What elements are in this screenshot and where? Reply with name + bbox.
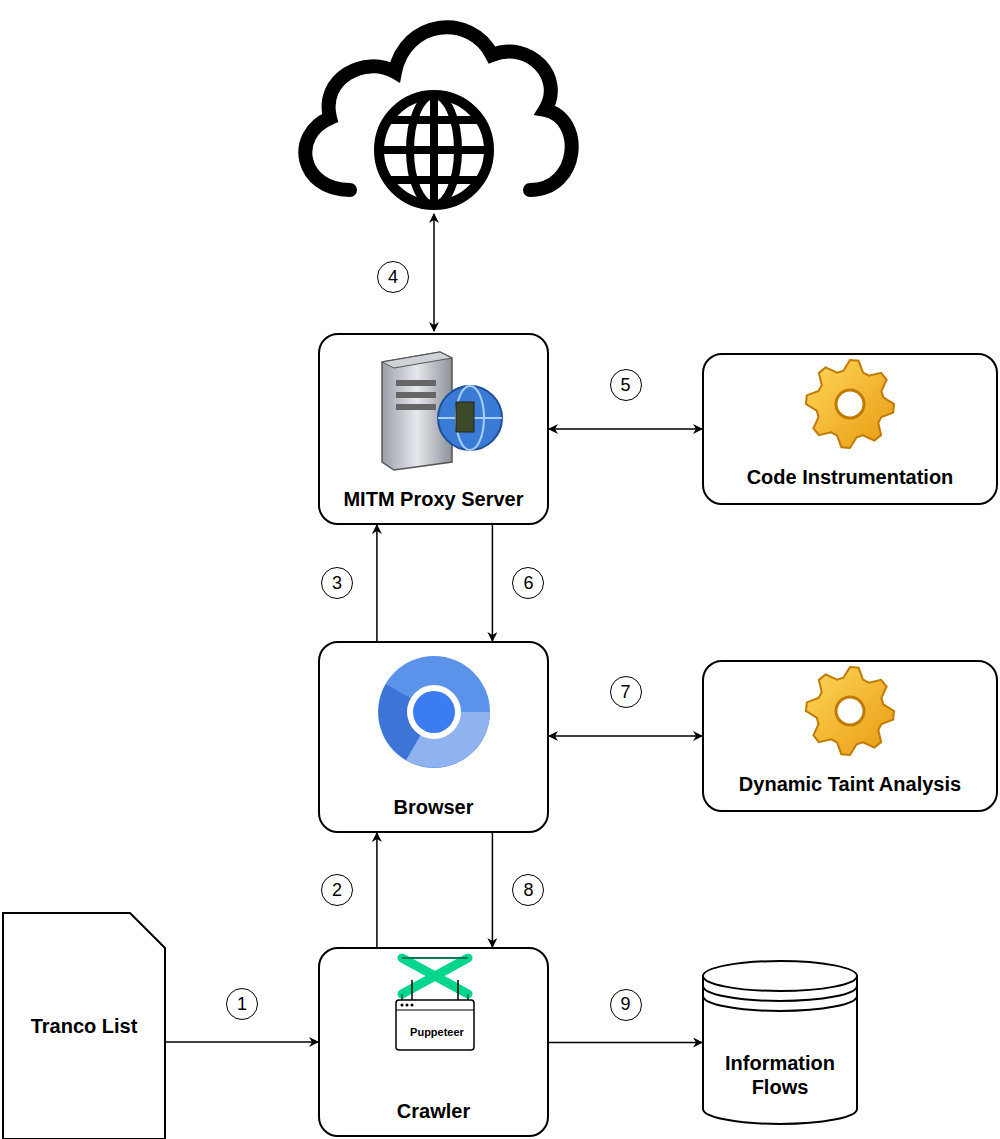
server-icon: [382, 352, 502, 470]
connector-arrow: [549, 735, 702, 737]
browser-box: Browser: [318, 641, 549, 833]
callout-number: 8: [512, 874, 544, 906]
cylinder-outline: [702, 960, 858, 1125]
connector-arrow: [549, 428, 702, 430]
internet-arrow: [433, 214, 435, 331]
connector-arrow: [549, 1042, 702, 1044]
connector-arrow: [376, 525, 378, 641]
callout-number: 4: [377, 261, 409, 293]
callout-number: 2: [321, 874, 353, 906]
connector-arrow: [492, 525, 494, 641]
callout-number: 7: [610, 676, 642, 708]
proxy-box: MITM Proxy Server: [318, 333, 549, 525]
browser-logo: [378, 656, 490, 768]
callout-number: 9: [610, 989, 642, 1021]
connector-arrow: [166, 1041, 318, 1043]
node-label: Code Instrumentation: [747, 465, 954, 489]
callout-number: 3: [321, 567, 353, 599]
gear-icon: [806, 667, 894, 755]
node-label: Dynamic Taint Analysis: [739, 772, 961, 796]
node-label: MITM Proxy Server: [343, 487, 523, 511]
internet-cloud: [305, 27, 571, 205]
node-label: Puppeteer: [398, 1014, 476, 1050]
database-cylinder: Information Flows: [702, 960, 858, 1125]
callout-number: 5: [610, 369, 642, 401]
connector-arrow: [492, 833, 494, 947]
node-label: Crawler: [397, 1099, 470, 1123]
node-label: Information Flows: [720, 1051, 840, 1099]
callout-number: 1: [226, 988, 258, 1020]
node-label: Browser: [393, 795, 473, 819]
process-box: Code Instrumentation: [702, 353, 998, 505]
crawler-box: PuppeteerCrawler: [318, 947, 549, 1137]
callout-number: 6: [512, 567, 544, 599]
process-box: Dynamic Taint Analysis: [702, 660, 998, 812]
connector-arrow: [376, 833, 378, 947]
node-label: Tranco List: [31, 1014, 138, 1038]
gear-icon: [806, 360, 894, 448]
document-shape: Tranco List: [2, 912, 166, 1139]
